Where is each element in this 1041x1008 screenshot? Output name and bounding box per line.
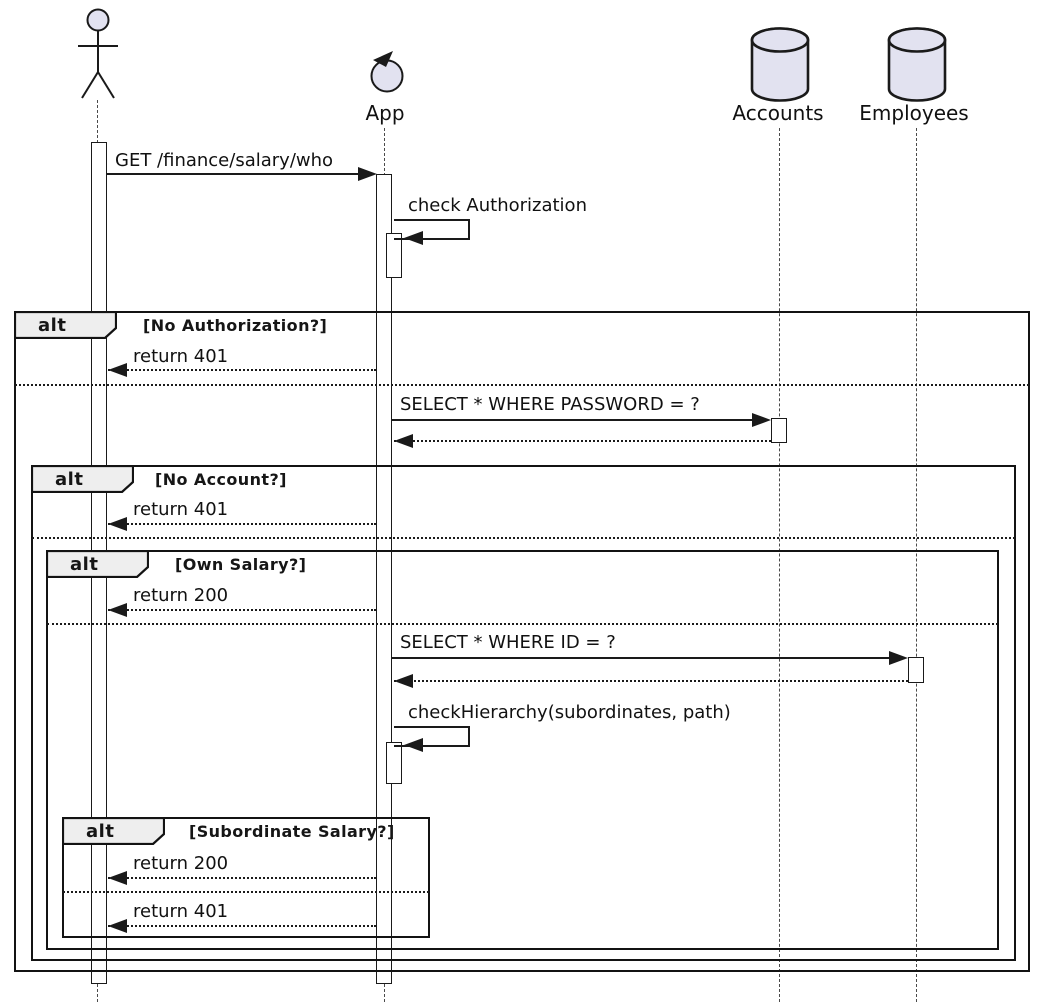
fragment-operator: alt [55,469,84,490]
message-line-return-accounts [394,440,771,442]
fragment-subordinate-salary [62,817,430,938]
message-label: return 200 [133,853,229,874]
fragment-no-authorization [14,311,1030,972]
message-label: return 200 [133,585,229,606]
fragment-operator: alt [38,315,67,336]
lifeline-employees [916,128,917,1002]
arrowhead-left-icon [108,603,127,617]
arrowhead-left-icon [108,517,127,531]
fragment-divider-own-salary [47,623,998,625]
fragment-tab-subordinate-salary [62,817,165,845]
arrowhead-left-icon [108,919,127,933]
message-label: return 401 [133,346,229,367]
fragment-guard: [Subordinate Salary?] [189,822,395,841]
message-label: GET /finance/salary/who [115,150,334,171]
message-line-check-auth [394,219,470,240]
actor-icon [78,8,118,99]
arrowhead-left-icon [404,738,423,752]
control-icon [370,51,404,93]
arrowhead-right-icon [889,651,908,665]
fragment-divider-no-authorization [15,384,1029,386]
arrowhead-left-icon [108,871,127,885]
activation-app-self-1 [386,233,402,278]
fragment-no-account [31,465,1016,961]
participant-label-accounts: Accounts [732,101,824,125]
arrowhead-left-icon [404,231,423,245]
message-label: SELECT * WHERE PASSWORD = ? [400,394,700,415]
message-label: return 401 [133,499,229,520]
fragment-guard: [No Authorization?] [143,316,328,335]
activation-app-self-2 [386,742,402,784]
fragment-tab-no-authorization [14,311,117,339]
arrowhead-left-icon [394,674,413,688]
message-label: SELECT * WHERE ID = ? [400,632,616,653]
message-line-select-id [392,657,890,659]
fragment-divider-no-account [32,537,1015,539]
arrowhead-right-icon [752,413,771,427]
fragment-tab-no-account [31,465,134,493]
activation-accounts [771,418,787,443]
message-line-return-200-subordinate [108,877,376,879]
database-icon-employees [887,27,947,102]
activation-employees [908,657,924,683]
fragment-guard: [Own Salary?] [175,555,307,574]
participant-label-employees: Employees [859,101,969,125]
lifeline-accounts [779,128,780,1002]
message-label: checkHierarchy(subordinates, path) [408,702,731,723]
message-line-return-employees [394,680,908,682]
fragment-guard: [No Account?] [155,470,287,489]
message-label: check Authorization [408,195,587,216]
message-line-select-password [392,419,753,421]
message-label: return 401 [133,901,229,922]
arrowhead-left-icon [394,434,413,448]
arrowhead-right-icon [358,167,377,181]
message-line-return-200-own [108,609,376,611]
fragment-own-salary [46,550,999,950]
message-line-return-401-subordinate [108,925,376,927]
arrowhead-left-icon [108,363,127,377]
fragment-operator: alt [86,821,115,842]
message-line-check-hierarchy [394,726,470,747]
fragment-divider-subordinate-salary [63,891,429,893]
database-icon-accounts [750,27,810,102]
fragment-tab-own-salary [46,550,149,578]
message-line-get-salary [107,173,359,175]
message-line-return-401-no-account [108,523,376,525]
participant-label-app: App [365,101,405,125]
fragment-operator: alt [70,554,99,575]
message-line-return-401-no-auth [108,369,376,371]
